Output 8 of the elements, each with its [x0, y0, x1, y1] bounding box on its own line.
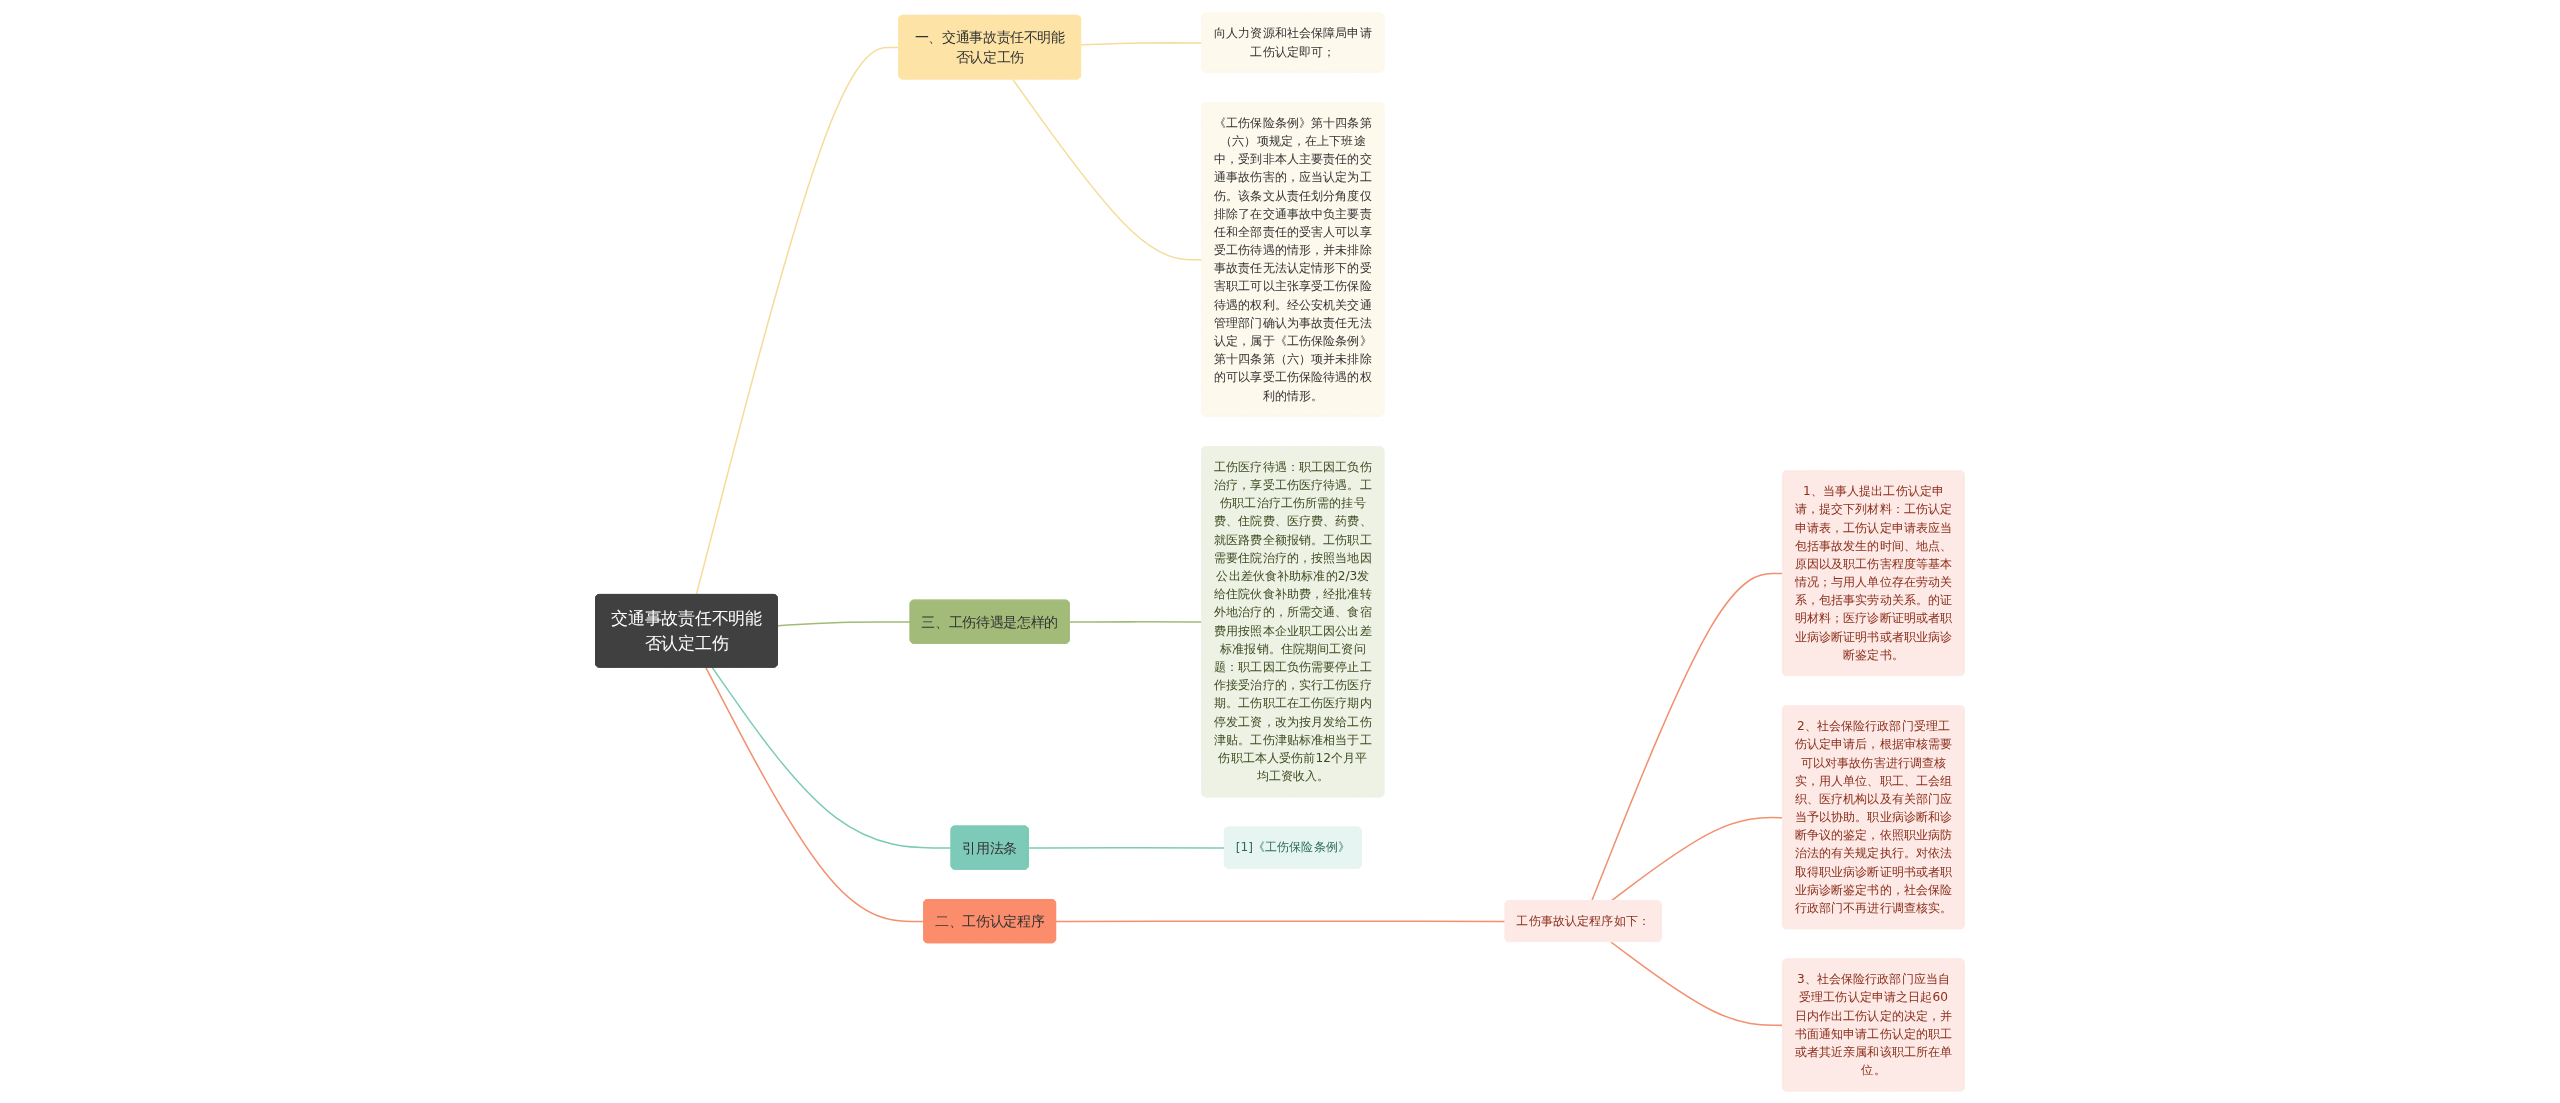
- connector: [777, 620, 912, 626]
- connector: [1027, 846, 1226, 849]
- connector: [1610, 940, 1784, 1026]
- connector: [1610, 816, 1784, 902]
- connector: [1055, 919, 1507, 922]
- connector: [1591, 572, 1784, 902]
- connector: [711, 666, 953, 849]
- connector: [705, 666, 925, 922]
